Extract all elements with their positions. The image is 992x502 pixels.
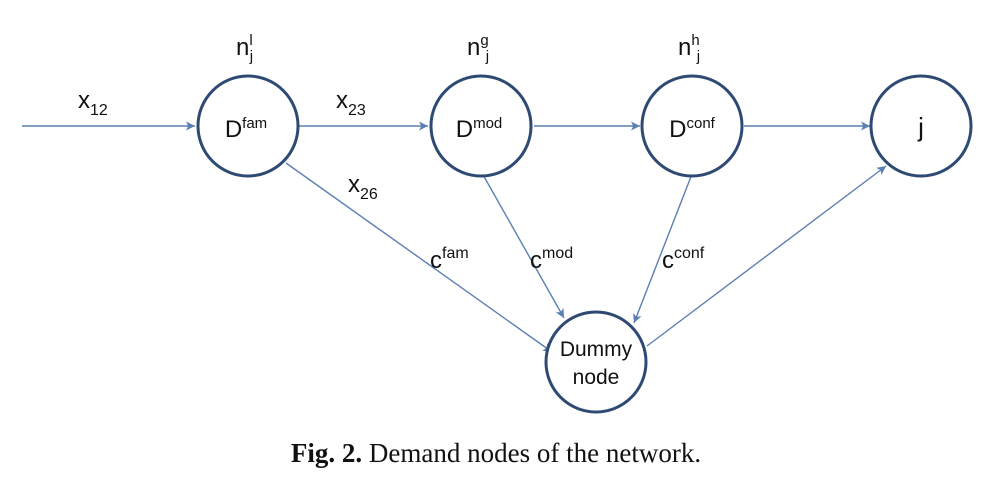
caption-text: Demand nodes of the network. — [368, 438, 702, 468]
svg-text:Dfam: Dfam — [225, 115, 267, 143]
node-fam-main: D — [225, 116, 242, 143]
node-conf-main: D — [669, 116, 686, 143]
node-j: j — [869, 74, 973, 178]
node-mod: Dmod — [429, 74, 533, 178]
edge-conf-to-dummy — [633, 173, 693, 324]
node-j-label: j — [917, 112, 924, 142]
node-conf: Dconf — [640, 74, 744, 178]
edge-label-x23: x23 — [336, 87, 366, 119]
node-mod-main: D — [456, 116, 473, 143]
edge-label-c-fam: cfam — [430, 245, 469, 274]
node-dummy-line1: Dummy — [560, 338, 633, 361]
caption-label: Fig. 2. — [290, 438, 363, 468]
node-conf-sup: conf — [686, 115, 715, 132]
node-dummy-line2: node — [573, 366, 620, 389]
figure-caption: Fig. 2. Demand nodes of the network. — [0, 438, 992, 469]
node-mod-sup: mod — [473, 115, 502, 132]
edge-dummy-to-j — [646, 165, 887, 347]
edge-label-c-conf: cconf — [662, 245, 705, 274]
edge-mod-to-dummy — [481, 172, 565, 319]
edge-label-x12: x12 — [78, 87, 108, 119]
svg-text:Dconf: Dconf — [669, 115, 716, 143]
edges — [22, 121, 887, 353]
edge-fam-to-dummy — [285, 162, 553, 353]
edge-label-c-mod: cmod — [530, 245, 573, 274]
edge-label-x26: x26 — [348, 171, 378, 203]
node-fam: Dfam — [196, 74, 300, 178]
svg-text:Dmod: Dmod — [456, 115, 503, 143]
node-fam-sup: fam — [242, 115, 267, 132]
node-dummy: Dummy node — [544, 310, 648, 414]
